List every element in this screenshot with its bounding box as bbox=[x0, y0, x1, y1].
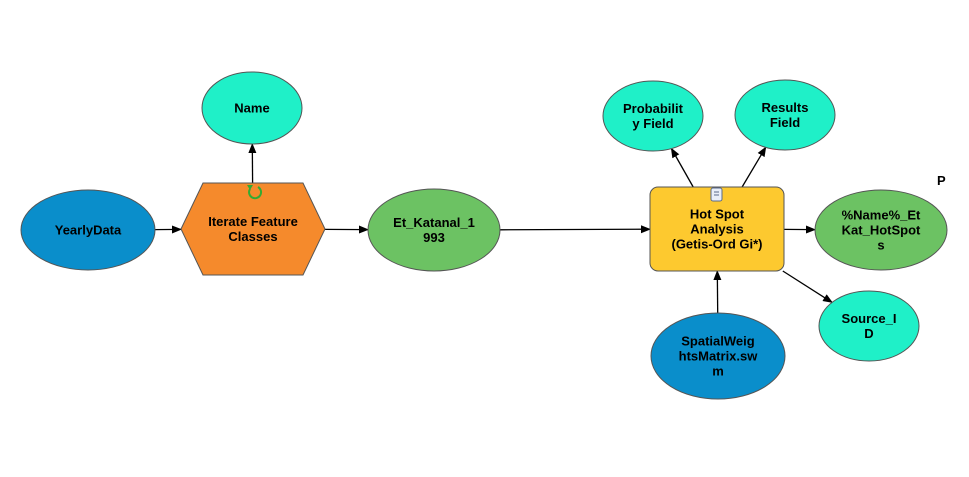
node-label-line: m bbox=[712, 364, 724, 379]
iterate-icon bbox=[247, 185, 263, 200]
node-shape-hot-spot-analysis bbox=[649, 186, 785, 272]
node-label-line: s bbox=[877, 238, 884, 253]
node-shape-name bbox=[201, 71, 303, 145]
edge-et-katanal-1993-to-hot-spot-analysis[interactable] bbox=[499, 225, 651, 234]
badge-label: P bbox=[937, 173, 946, 188]
node-label-line: 993 bbox=[423, 230, 445, 245]
node-label-line: (Getis-Ord Gi*) bbox=[671, 237, 762, 252]
node-label-line: Field bbox=[770, 115, 800, 130]
node-shape-probability-field bbox=[602, 80, 704, 152]
node-label-name: Name bbox=[234, 101, 269, 116]
edges-layer bbox=[154, 143, 833, 314]
node-shape-iterate-feature-classes bbox=[180, 182, 326, 276]
edge-hot-spot-analysis-to-results-field[interactable] bbox=[741, 146, 767, 188]
node-shape-yearly-data bbox=[20, 189, 156, 271]
node-label-line: Name bbox=[234, 101, 269, 116]
script-tool-icon bbox=[710, 187, 723, 202]
node-label-line: SpatialWeig bbox=[681, 334, 755, 349]
node-label-line: Probabilit bbox=[623, 101, 684, 116]
node-shape-et-katanal-1993 bbox=[367, 188, 501, 272]
node-shape-source-id bbox=[818, 290, 920, 362]
node-shape-results-field bbox=[734, 79, 836, 151]
node-shape-output-hotspots bbox=[814, 189, 948, 271]
node-label-line: Hot Spot bbox=[690, 207, 745, 222]
node-label-line: Analysis bbox=[690, 222, 743, 237]
node-label-line: YearlyData bbox=[55, 223, 122, 238]
node-label-line: Kat_HotSpot bbox=[842, 223, 921, 238]
node-label-line: Results bbox=[762, 100, 809, 115]
edge-hot-spot-analysis-to-source-id[interactable] bbox=[782, 270, 833, 303]
node-label-line: Et_Katanal_1 bbox=[393, 215, 475, 230]
node-label-line: D bbox=[864, 326, 873, 341]
node-yearly-data[interactable]: YearlyData bbox=[20, 189, 156, 271]
node-name[interactable]: Name bbox=[201, 71, 303, 145]
node-shape-spatial-weights-matrix bbox=[650, 312, 786, 400]
edge-hot-spot-analysis-to-probability-field[interactable] bbox=[670, 147, 694, 188]
node-label-line: Iterate Feature bbox=[208, 214, 298, 229]
node-label-line: y Field bbox=[632, 116, 673, 131]
node-label-line: htsMatrix.sw bbox=[679, 349, 759, 364]
node-label-yearly-data: YearlyData bbox=[55, 223, 122, 238]
node-label-line: Source_I bbox=[842, 311, 897, 326]
node-label-line: %Name%_Et bbox=[842, 208, 921, 223]
node-label-line: Classes bbox=[228, 229, 277, 244]
